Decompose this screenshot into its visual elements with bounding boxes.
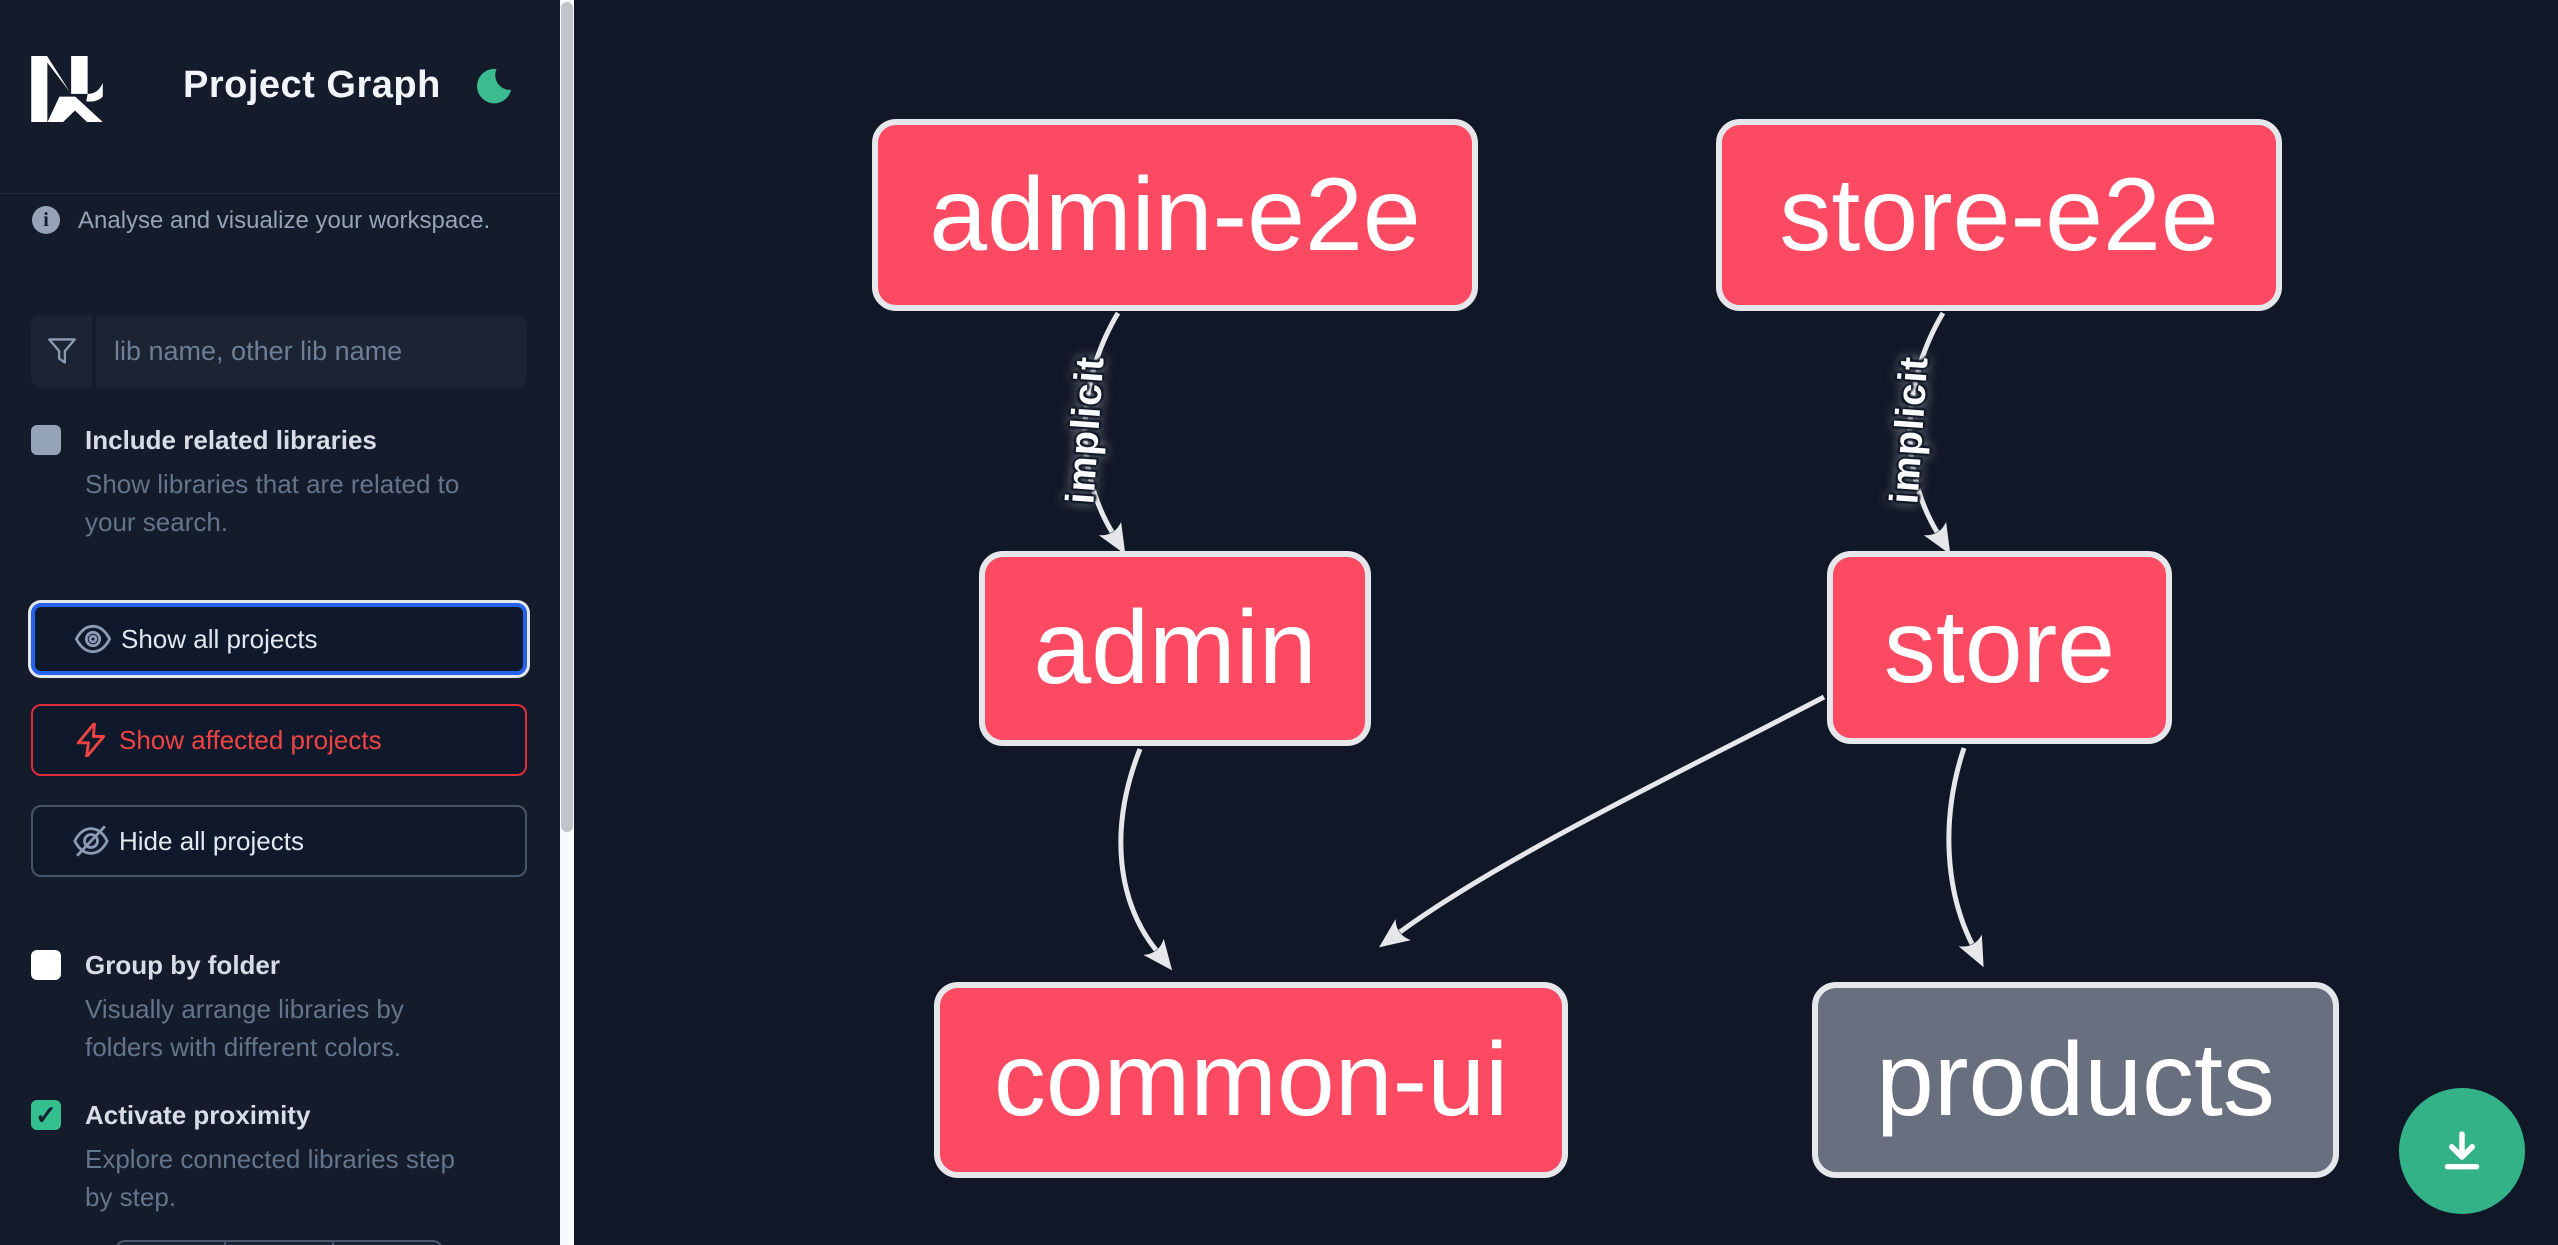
include-related-checkbox[interactable]: [31, 425, 61, 455]
graph-node-admin-e2e[interactable]: admin-e2e: [872, 119, 1478, 311]
show-affected-projects-button[interactable]: Show affected projects: [31, 704, 527, 776]
button-label: Hide all projects: [119, 825, 304, 856]
stepper-decrement[interactable]: [117, 1242, 226, 1245]
checkbox-description: Visually arrange libraries by folders wi…: [85, 990, 404, 1066]
scrollbar-thumb[interactable]: [561, 2, 573, 832]
eye-slash-icon: [73, 825, 109, 857]
description-line: Explore connected libraries step: [85, 1144, 455, 1174]
description-line: Show libraries that are related to: [85, 469, 460, 499]
description-line: folders with different colors.: [85, 1032, 401, 1062]
sidebar-header: Project Graph: [0, 0, 560, 194]
edge-store-products: [1946, 747, 1984, 968]
funnel-icon: [31, 315, 96, 387]
hide-all-projects-button[interactable]: Hide all projects: [31, 805, 527, 877]
node-label: admin: [1033, 590, 1317, 706]
edge-admin-e2e-admin: [1082, 311, 1126, 555]
checkbox-label: Include related libraries: [85, 425, 377, 455]
workspace-tagline-row: i Analyse and visualize your workspace.: [32, 204, 542, 238]
graph-node-store-e2e[interactable]: store-e2e: [1716, 119, 2282, 311]
graph-node-store[interactable]: store: [1827, 551, 2172, 744]
info-icon: i: [32, 206, 60, 234]
moon-icon: [477, 68, 512, 103]
graph-node-products[interactable]: products: [1812, 982, 2339, 1178]
stepper-value: [226, 1242, 335, 1245]
node-label: products: [1876, 1021, 2275, 1138]
node-label: store: [1883, 589, 2116, 705]
edge-store-e2e-store: [1907, 311, 1951, 555]
proximity-depth-stepper[interactable]: [115, 1240, 443, 1245]
group-by-folder-checkbox[interactable]: [31, 950, 61, 980]
edge-admin-common-ui: [1118, 748, 1173, 971]
bolt-icon: [76, 723, 106, 757]
show-all-projects-button[interactable]: Show all projects: [31, 603, 527, 675]
button-label: Show affected projects: [119, 724, 382, 755]
checkbox-description: Explore connected libraries step by step…: [85, 1140, 455, 1216]
activate-proximity-checkbox[interactable]: ✓: [31, 1100, 61, 1130]
sidebar: Project Graph i Analyse and visualize yo…: [0, 0, 560, 1245]
download-graph-button[interactable]: [2399, 1088, 2525, 1214]
description-line: Visually arrange libraries by: [85, 994, 404, 1024]
edge-store-common-ui: [1379, 694, 1826, 948]
download-icon: [2444, 1131, 2480, 1170]
search-input[interactable]: [96, 315, 527, 387]
eye-icon: [74, 624, 112, 654]
checkbox-description: Show libraries that are related to your …: [85, 465, 459, 541]
node-label: common-ui: [993, 1021, 1509, 1138]
page-title: Project Graph: [183, 64, 441, 106]
workspace-tagline: Analyse and visualize your workspace.: [78, 207, 491, 234]
graph-edges: [1082, 311, 1984, 971]
checkbox-label: Activate proximity: [85, 1100, 311, 1130]
theme-toggle-button[interactable]: [466, 62, 518, 114]
graph-canvas[interactable]: implicit implicit admin-e2e store-e2e ad…: [574, 0, 2558, 1245]
node-label: admin-e2e: [929, 156, 1421, 273]
checkbox-label: Group by folder: [85, 950, 280, 980]
nx-logo-icon: [31, 56, 103, 122]
description-line: by step.: [85, 1182, 177, 1212]
graph-node-admin[interactable]: admin: [979, 551, 1371, 746]
sidebar-scrollbar[interactable]: [560, 0, 574, 1245]
button-label: Show all projects: [121, 623, 318, 654]
graph-node-common-ui[interactable]: common-ui: [934, 982, 1568, 1178]
description-line: your search.: [85, 507, 229, 537]
node-label: store-e2e: [1779, 156, 2219, 273]
search-box: [31, 315, 527, 387]
